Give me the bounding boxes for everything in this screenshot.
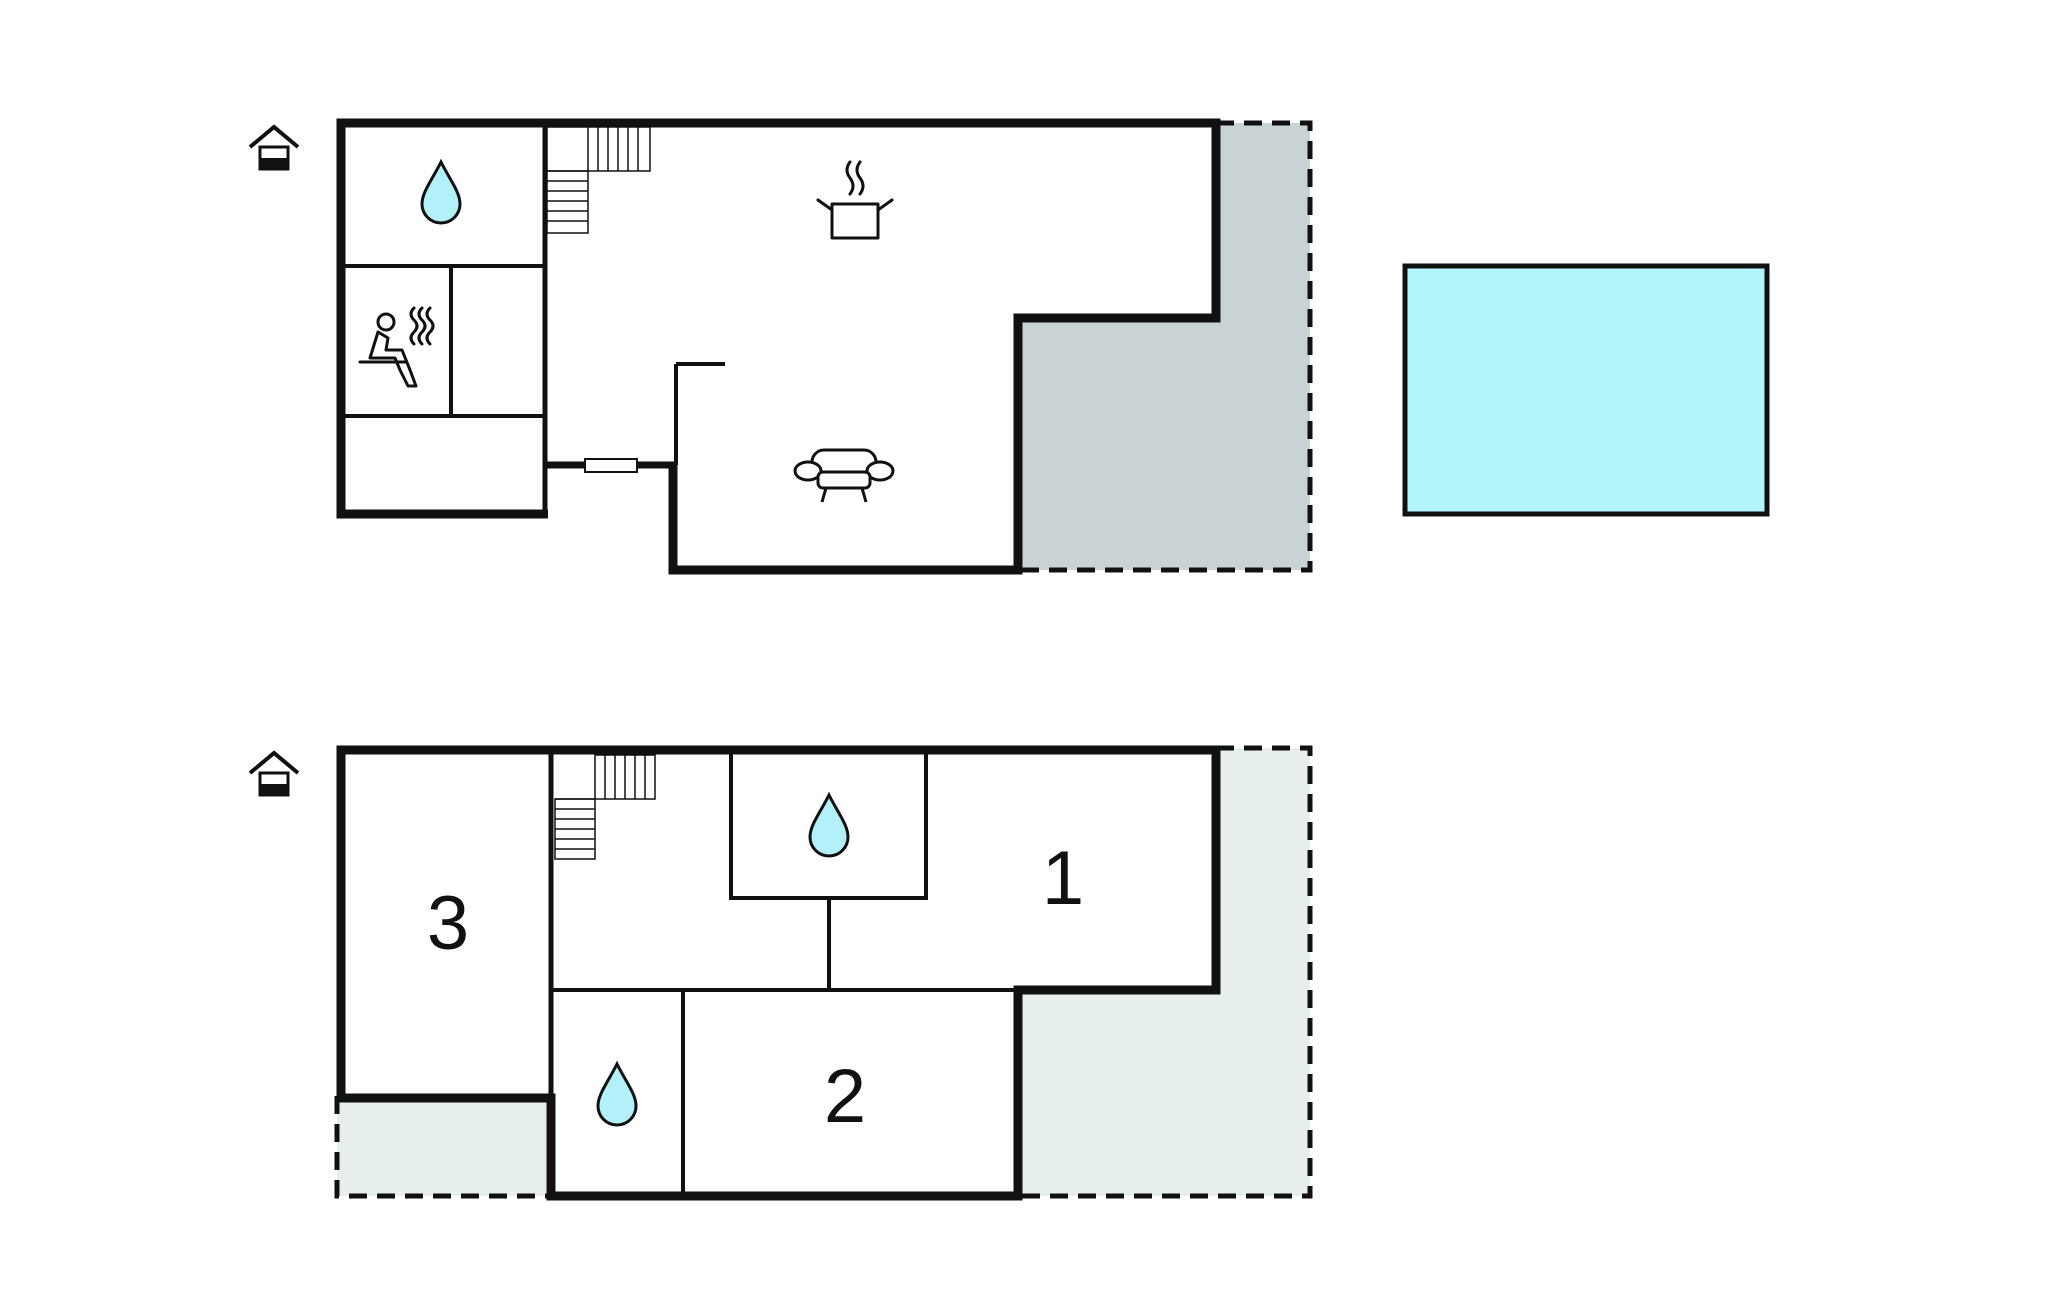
- house-floor-icon: [248, 750, 300, 797]
- open-terrace: [1018, 748, 1310, 1196]
- terrace-dashed-edge: [1018, 120, 1313, 573]
- open-terrace: [337, 1096, 549, 1196]
- water-drop-icon: [596, 1060, 638, 1127]
- upper-floor: 1 2 3: [248, 745, 1313, 1201]
- sauna-icon: [358, 306, 435, 388]
- water-drop-icon: [808, 791, 850, 858]
- ground-floor: [248, 118, 1313, 575]
- covered-terrace: [1018, 123, 1310, 570]
- house-floor-icon: [248, 124, 300, 171]
- swimming-pool: [1402, 263, 1770, 517]
- ground-floor-outer-wall: [336, 118, 1221, 575]
- window: [584, 458, 638, 473]
- sofa-icon: [793, 448, 895, 503]
- water-drop-icon: [420, 158, 462, 225]
- stairs-icon: [546, 126, 651, 234]
- terrace-dashed-edge: [1018, 745, 1313, 1199]
- cooking-pot-icon: [816, 160, 894, 240]
- room-label-3: 3: [427, 881, 469, 966]
- room-label-1: 1: [1042, 836, 1084, 921]
- room-label-2: 2: [824, 1054, 866, 1139]
- terrace-dashed-edge: [334, 1096, 551, 1199]
- stairs-icon: [554, 754, 656, 860]
